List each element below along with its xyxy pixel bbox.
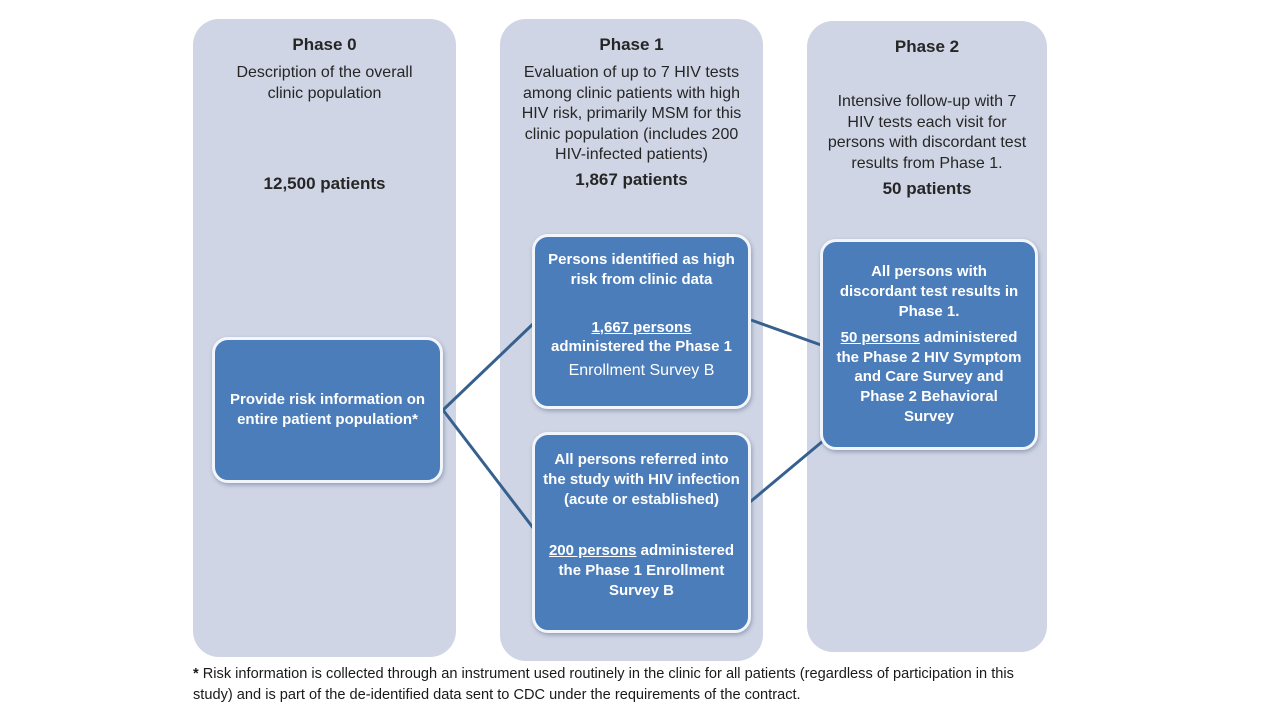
phase-2-box-intro: All persons with discordant test results… [839,263,1019,320]
phase-1-top-intro: Persons identified as high risk from cli… [548,251,735,288]
phase-1-bottom-intro: All persons referred into the study with… [543,451,740,508]
phase-2-stat: 50 patients [882,178,972,198]
phase-2-description: Intensive follow-up with 7 HIV tests eac… [827,93,1027,172]
phase-1-title: Phase 1 [599,35,664,54]
phase-2-discordant-box: All persons with discordant test results… [820,239,1038,450]
phase-0-title: Phase 0 [292,35,357,54]
footnote-line-1: Risk information is collected through an… [202,666,1014,682]
phase-1-description: Evaluation of up to 7 HIV tests among cl… [521,64,742,163]
phase-0-box-text: Provide risk information on entire patie… [229,391,426,428]
phase-0-stat: 12,500 patients [263,174,386,194]
footnote: * Risk information is collected through … [193,664,1203,705]
phase-1-bottom-stat-line: 200 persons administered the Phase 1 Enr… [543,541,740,600]
phase-1-top-count: 1,667 persons [591,318,692,336]
footnote-line-2: study) and is part of the de-identified … [193,686,801,703]
phase-1-referred-box: All persons referred into the study with… [532,432,751,633]
phase-2-stat-line: 50 persons administered the Phase 2 HIV … [834,328,1024,427]
phase-2-count: 50 persons [840,328,920,346]
phase-0-detail-box: Provide risk information on entire patie… [212,337,443,483]
phase-1-top-line2: administered the Phase 1 [551,338,732,356]
phase-1-high-risk-box: Persons identified as high risk from cli… [532,234,751,409]
phase-1-stat: 1,867 patients [575,170,688,190]
phase-2-rest: administered the Phase 2 HIV Symptom and… [836,328,1022,425]
phase-1-bottom-rest: administered the Phase 1 Enrollment Surv… [558,542,735,599]
phase-1-bottom-count: 200 persons [548,542,637,560]
phase-0-description: Description of the overall clinic popula… [236,64,413,102]
phase-2-title: Phase 2 [894,37,960,56]
footnote-asterisk: * [193,666,199,682]
phase-1-top-line3: Enrollment Survey B [568,362,715,380]
